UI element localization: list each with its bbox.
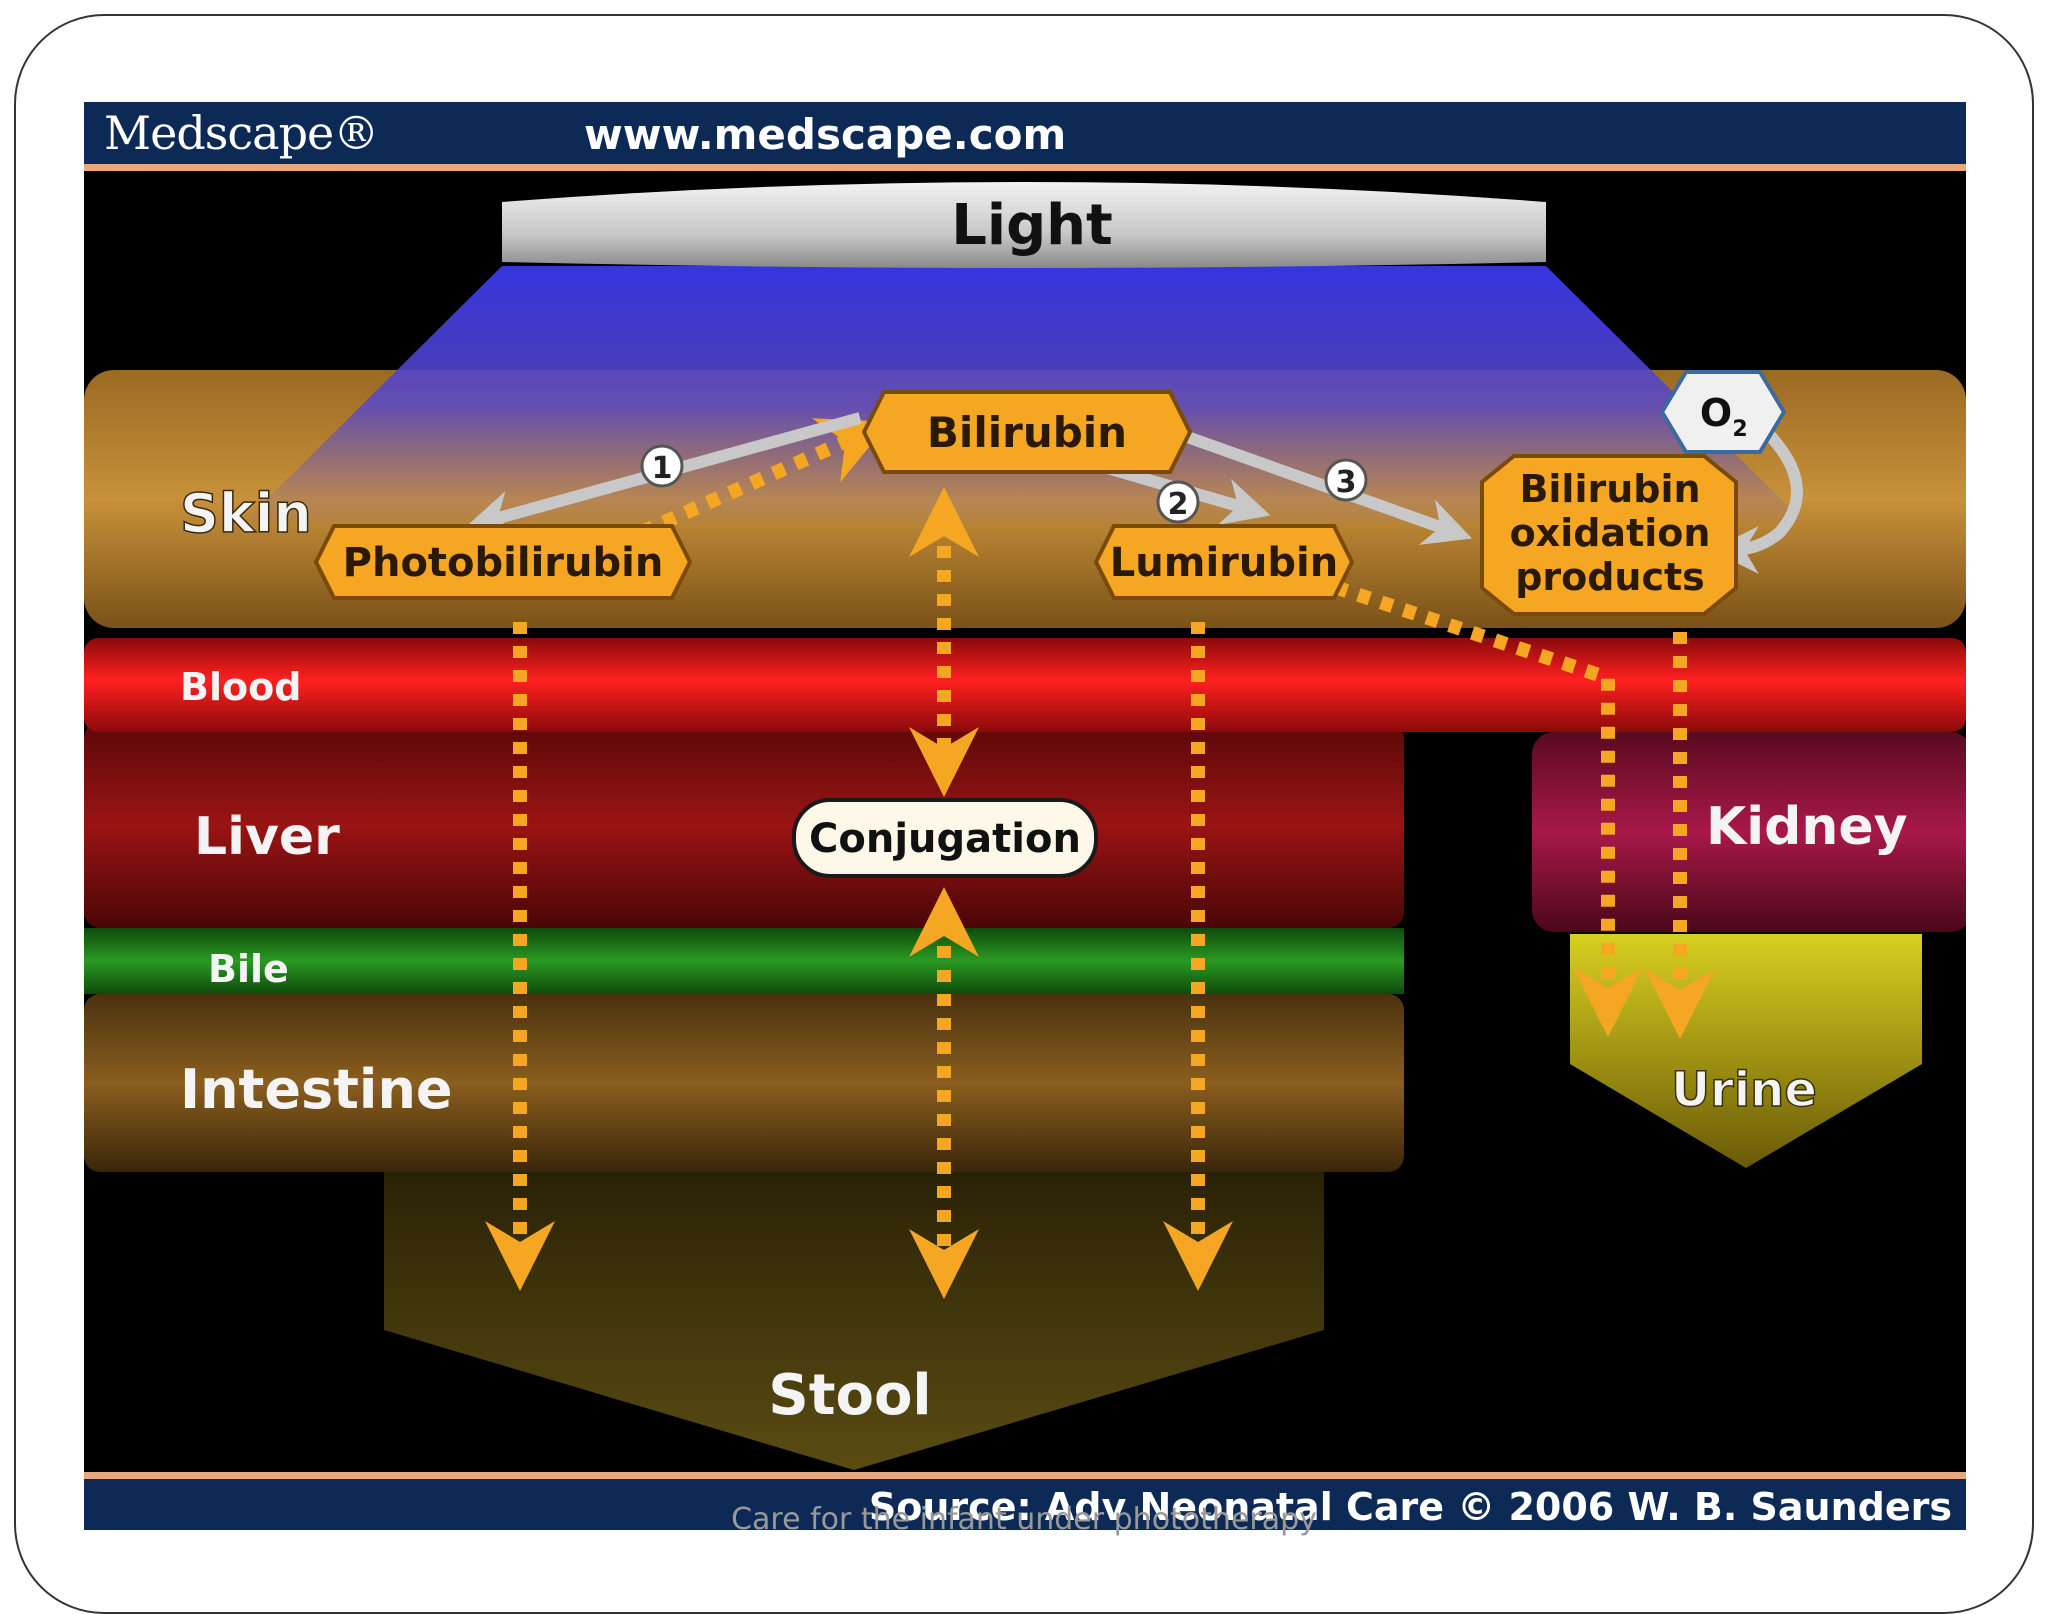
svg-text:Photobilirubin: Photobilirubin [343, 540, 664, 586]
kidney-label: Kidney [1706, 797, 1908, 857]
photobilirubin-node: Photobilirubin [313, 524, 693, 600]
stool-label: Stool [768, 1363, 931, 1428]
footer-bar: Source: Adv Neonatal Care © 2006 W. B. S… [84, 1472, 1966, 1530]
blood-label: Blood [180, 665, 301, 709]
intestine-layer [84, 994, 1404, 1172]
kidney-layer [1532, 732, 1966, 932]
urine-label: Urine [1671, 1062, 1817, 1118]
svg-text:Conjugation: Conjugation [809, 816, 1081, 862]
pathway-1: 1 [640, 444, 684, 488]
figure: Medscape® www.medscape.com [84, 102, 1966, 1530]
svg-text:O: O [1700, 391, 1732, 435]
conjugation-node: Conjugation [792, 798, 1098, 878]
light-lamp [502, 182, 1546, 268]
header-bar: Medscape® www.medscape.com [84, 102, 1966, 171]
oxidation-products-node: Bilirubin oxidation products [1480, 454, 1738, 616]
pathway-3: 3 [1324, 458, 1368, 502]
lumirubin-node: Lumirubin [1093, 524, 1355, 600]
svg-text:Bilirubin: Bilirubin [927, 408, 1127, 457]
svg-text:Bilirubin: Bilirubin [1519, 467, 1700, 511]
svg-text:3: 3 [1336, 465, 1357, 500]
liver-label: Liver [194, 807, 340, 867]
stool-funnel [384, 1172, 1324, 1470]
slide-caption: Care for the infant under phototherapy [731, 1502, 1317, 1537]
light-label: Light [951, 193, 1113, 258]
svg-text:oxidation: oxidation [1510, 511, 1711, 555]
svg-text:1: 1 [652, 451, 673, 486]
svg-text:Lumirubin: Lumirubin [1110, 540, 1338, 586]
oxygen-hexagon: O 2 [1659, 370, 1787, 454]
skin-label: Skin [180, 482, 312, 545]
medscape-logo: Medscape® [104, 106, 379, 160]
blood-layer [84, 638, 1966, 732]
liver-layer [84, 722, 1404, 928]
svg-text:2: 2 [1168, 487, 1189, 522]
svg-text:products: products [1515, 555, 1705, 599]
bilirubin-node: Bilirubin [861, 390, 1193, 474]
svg-text:2: 2 [1732, 417, 1747, 442]
bile-label: Bile [208, 947, 289, 991]
dashed-pathways [485, 418, 1715, 1299]
source-credit: Source: Adv Neonatal Care © 2006 W. B. S… [868, 1485, 1952, 1529]
intestine-label: Intestine [180, 1058, 453, 1121]
bilirubin-diagram: Skin Blood Liver Bile Intestine Kidney 1 [84, 182, 1966, 1470]
urine-funnel [1570, 934, 1922, 1168]
header-url: www.medscape.com [584, 110, 1067, 159]
bile-layer [84, 928, 1404, 994]
pathway-2: 2 [1156, 480, 1200, 524]
